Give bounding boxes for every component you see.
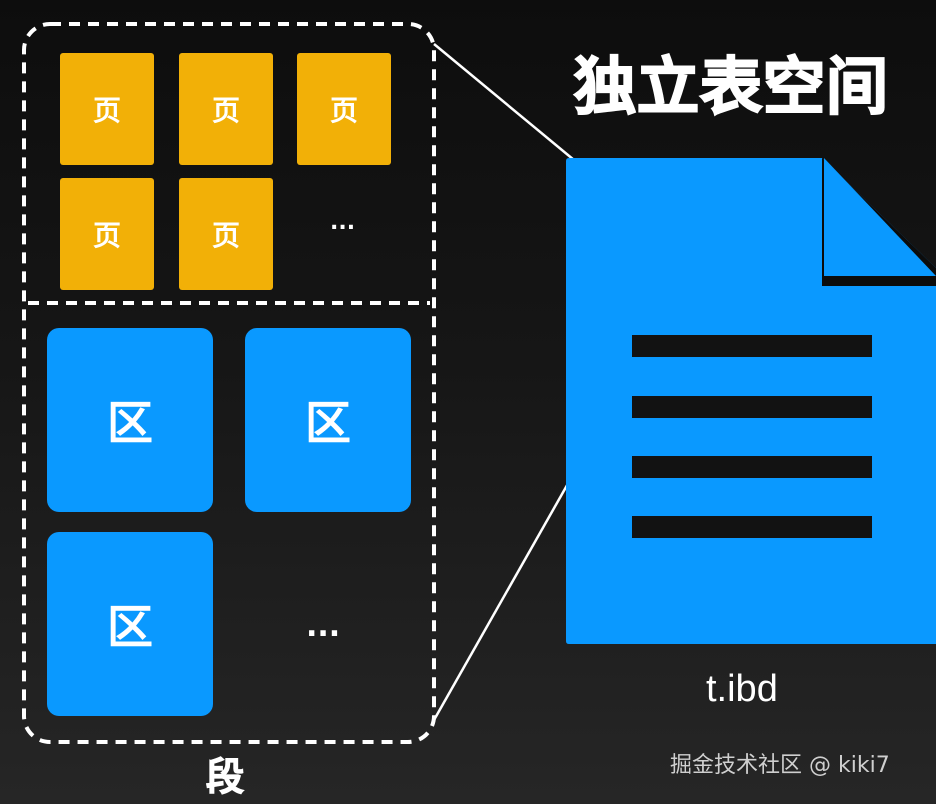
document-line <box>632 335 872 357</box>
page-tile: 页 <box>179 53 273 165</box>
connector-line-top <box>433 43 575 161</box>
page-tile: 页 <box>179 178 273 290</box>
document-icon <box>566 158 936 644</box>
document-line <box>632 456 872 478</box>
document-line <box>632 396 872 418</box>
extent-tile: 区 <box>47 532 213 716</box>
document-fold <box>824 158 936 276</box>
watermark: 掘金技术社区 @ kiki7 <box>670 753 890 778</box>
connector-line-bottom <box>432 479 572 721</box>
page-tile: 页 <box>297 53 391 165</box>
file-name: t.ibd <box>706 668 778 710</box>
page-title: 独立表空间 <box>573 50 890 123</box>
segment-frame <box>22 22 436 744</box>
segment-label: 段 <box>205 755 245 799</box>
extent-tile: 区 <box>245 328 411 512</box>
pages-ellipsis: ... <box>330 210 356 235</box>
page-tile: 页 <box>60 178 154 290</box>
extents-ellipsis: ... <box>306 609 341 644</box>
extent-tile: 区 <box>47 328 213 512</box>
document-line <box>632 516 872 538</box>
page-tile: 页 <box>60 53 154 165</box>
